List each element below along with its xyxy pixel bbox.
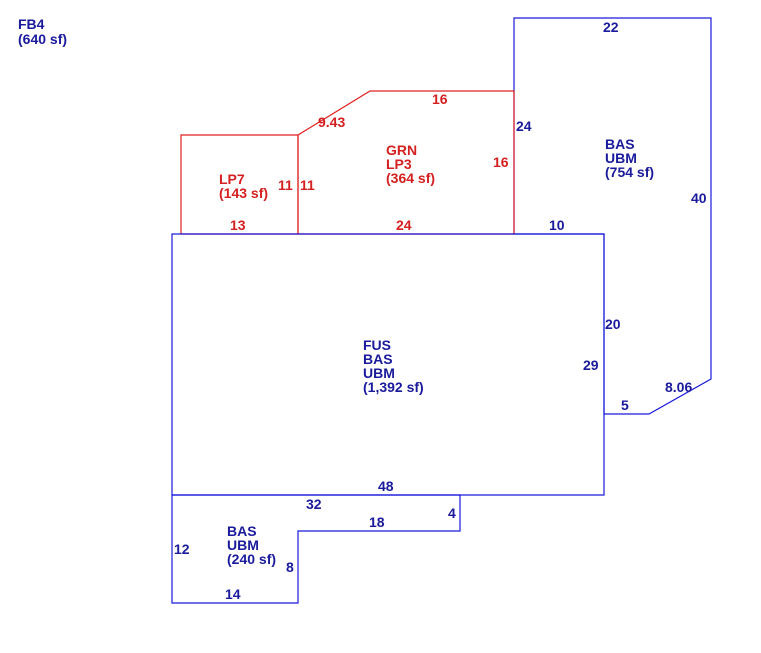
dim-bas-upper-top: 22 bbox=[603, 19, 619, 35]
bas-upper-label-area: (754 sf) bbox=[605, 164, 654, 180]
dim-bas-lower-bottom: 14 bbox=[225, 586, 241, 602]
dim-grn-bottom: 24 bbox=[396, 217, 412, 233]
fus-label-area: (1,392 sf) bbox=[363, 379, 424, 395]
lp7-label-area: (143 sf) bbox=[219, 185, 268, 201]
dim-bas-lower-right: 8 bbox=[286, 559, 294, 575]
bas-lower-label-area: (240 sf) bbox=[227, 551, 276, 567]
legend-fb4-area: (640 sf) bbox=[18, 31, 67, 47]
fus-outline bbox=[171, 233, 605, 496]
fus-label-bas: BAS bbox=[363, 351, 393, 367]
bas-lower-label-ubm: UBM bbox=[227, 537, 259, 553]
dim-fus-right-short: 20 bbox=[605, 316, 621, 332]
fus-label-code: FUS bbox=[363, 337, 391, 353]
grn-label-lp3: LP3 bbox=[386, 156, 412, 172]
dim-grn-diagonal: 9.43 bbox=[318, 114, 345, 130]
dim-fus-right-full: 29 bbox=[583, 357, 599, 373]
bas-lower-label-code: BAS bbox=[227, 523, 257, 539]
dim-bas-upper-right: 40 bbox=[691, 190, 707, 206]
dim-fus-notch: 5 bbox=[621, 397, 629, 413]
dim-bas-lower-left: 12 bbox=[174, 541, 190, 557]
bas-upper-label-code: BAS bbox=[605, 136, 635, 152]
dim-grn-left: 11 bbox=[300, 177, 315, 193]
grn-label-area: (364 sf) bbox=[386, 170, 435, 186]
dim-bas-upper-diagonal: 8.06 bbox=[665, 379, 692, 395]
dim-bas-lower-top: 32 bbox=[306, 496, 322, 512]
bas-upper-outline bbox=[513, 17, 712, 415]
lp7-label-code: LP7 bbox=[219, 171, 245, 187]
dim-lp7-right: 11 bbox=[278, 177, 293, 193]
bas-lower-outline bbox=[171, 494, 461, 604]
dim-bas-upper-left: 24 bbox=[516, 118, 532, 134]
legend-fb4: FB4 bbox=[18, 16, 45, 32]
dim-bas-lower-step-width: 18 bbox=[369, 514, 385, 530]
fus-label-ubm: UBM bbox=[363, 365, 395, 381]
dim-grn-right: 16 bbox=[493, 154, 509, 170]
dim-lp7-bottom: 13 bbox=[230, 217, 246, 233]
dim-fus-bottom: 48 bbox=[378, 478, 394, 494]
bas-upper-label-ubm: UBM bbox=[605, 150, 637, 166]
dim-bas-lower-step-height: 4 bbox=[448, 505, 456, 521]
dim-grn-top: 16 bbox=[432, 91, 448, 107]
dim-bas-upper-bottom: 10 bbox=[549, 217, 565, 233]
grn-label-code: GRN bbox=[386, 142, 417, 158]
